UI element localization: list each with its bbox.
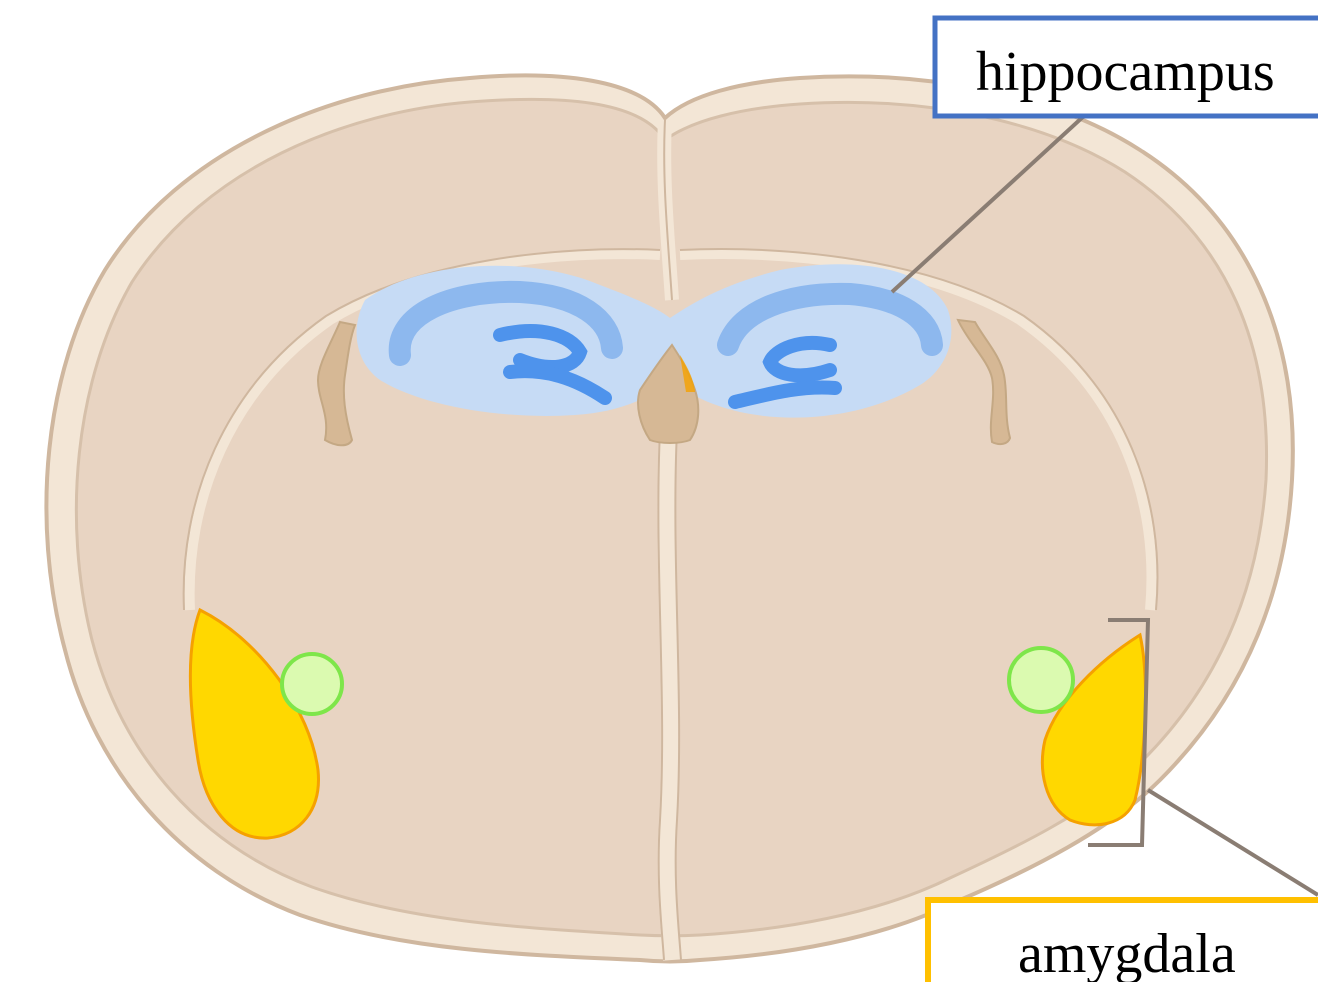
hippocampus-label-box: hippocampus xyxy=(935,18,1318,116)
amygdala-leader-line xyxy=(1148,790,1318,895)
left-green-nucleus xyxy=(282,654,342,714)
midline-fissure-lower xyxy=(666,430,672,960)
hippocampus-label: hippocampus xyxy=(976,41,1275,103)
amygdala-label: amygdala xyxy=(1018,923,1236,982)
amygdala-label-box: amygdala xyxy=(928,900,1318,982)
right-green-nucleus xyxy=(1009,648,1073,712)
